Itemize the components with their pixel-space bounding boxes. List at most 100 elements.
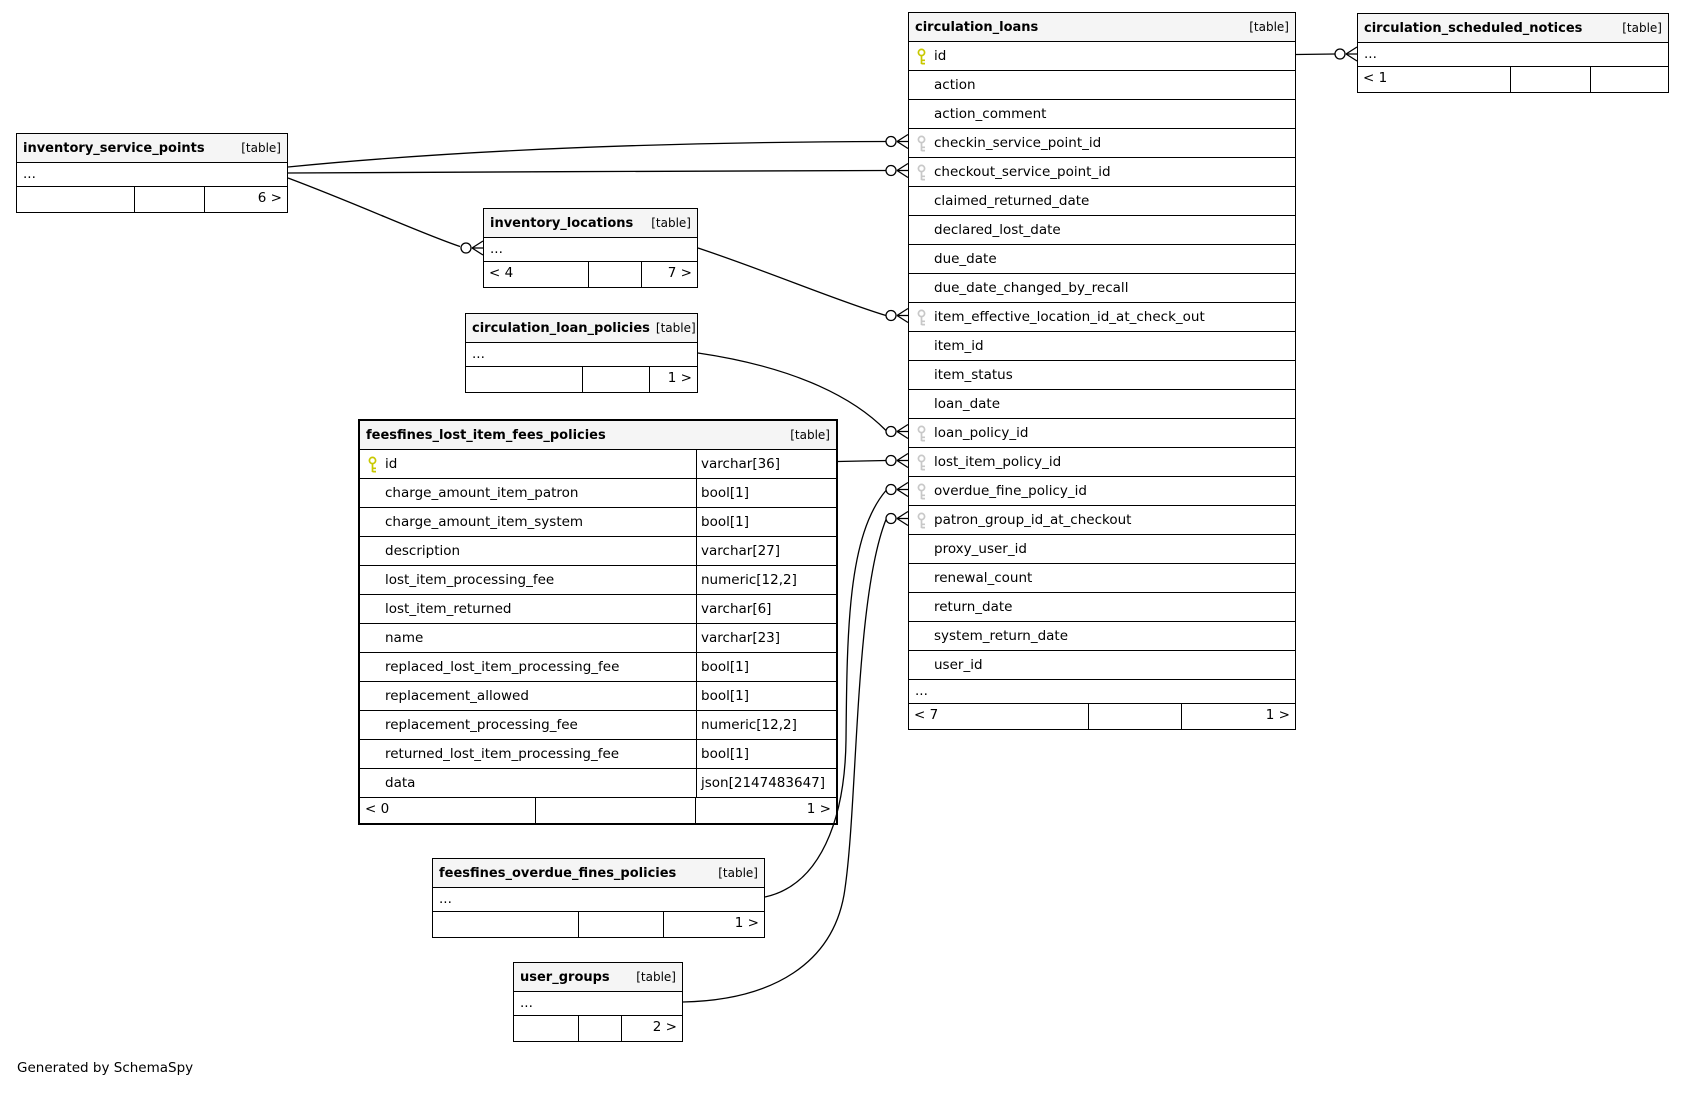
hidden-columns-ellipsis: ... [909,680,1295,704]
footer-cell [579,912,664,937]
table-tag: [table] [241,141,281,155]
column-name: lost_item_policy_id [934,454,1062,470]
footer-cell [1089,704,1182,729]
table-circulation-loans[interactable]: circulation_loans [table] id action action… [908,12,1296,730]
table-title: inventory_locations [490,215,634,231]
column-name: replacement_allowed [385,688,529,704]
column-row-replacement_allowed: replacement_allowed bool[1] [360,682,836,711]
key-glyph [917,454,926,470]
rel-item-effective-location [697,247,909,324]
primary-key-icon [909,48,934,65]
column-row-lost_item_policy_id: lost_item_policy_id [909,448,1295,477]
column-row-declared_lost_date: declared_lost_date [909,216,1295,245]
column-row-item_id: item_id [909,332,1295,361]
column-row-claimed_returned_date: claimed_returned_date [909,187,1295,216]
footer-cell: 1 > [667,370,692,386]
rel-service-points-locations [287,177,484,256]
column-name: checkin_service_point_id [934,135,1102,151]
key-glyph [917,309,926,325]
primary-key-icon [360,456,385,473]
column-row-overdue_fine_policy_id: overdue_fine_policy_id [909,477,1295,506]
column-row-system_return_date: system_return_date [909,622,1295,651]
key-glyph [917,48,926,64]
column-name: data [385,775,416,791]
column-row-name: name varchar[23] [360,624,836,653]
table-tag: [table] [1622,21,1662,35]
column-row-loan_policy_id: loan_policy_id [909,419,1295,448]
column-name: system_return_date [934,628,1069,644]
column-type: bool[1] [696,682,836,710]
column-row-renewal_count: renewal_count [909,564,1295,593]
table-tag: [table] [790,428,830,442]
footer-cell [466,367,583,392]
column-name: return_date [934,599,1013,615]
table-inventory-locations[interactable]: inventory_locations [table] ... < 4 7 > [483,208,698,288]
column-name: replacement_processing_fee [385,717,578,733]
generated-by-note: Generated by SchemaSpy [17,1060,194,1076]
table-tag: [table] [718,866,758,880]
column-name: item_status [934,367,1013,383]
column-row-action: action [909,71,1295,100]
column-name: action [934,77,976,93]
column-type: bool[1] [696,740,836,768]
footer-cell [17,187,135,212]
table-title: circulation_loans [915,19,1039,35]
footer-cell: 7 > [667,265,692,281]
column-name: checkout_service_point_id [934,164,1111,180]
table-header: user_groups [table] [514,963,682,992]
rel-scheduled-notices [1295,46,1358,62]
table-header: circulation_loans [table] [909,13,1295,42]
foreign-key-icon [909,512,934,529]
column-name: patron_group_id_at_checkout [934,512,1132,528]
footer-cell [583,367,650,392]
column-name: description [385,543,461,559]
column-name: replaced_lost_item_processing_fee [385,659,620,675]
column-type: varchar[36] [696,450,836,478]
table-title: user_groups [520,969,610,985]
foreign-key-icon [909,309,934,326]
key-glyph [917,483,926,499]
table-footer: 2 > [514,1016,682,1041]
table-inventory-service-points[interactable]: inventory_service_points [table] ... 6 > [16,133,288,213]
table-feesfines-overdue-fines-policies[interactable]: feesfines_overdue_fines_policies [table]… [432,858,765,938]
column-name: proxy_user_id [934,541,1027,557]
table-title: feesfines_overdue_fines_policies [439,865,677,881]
column-type: numeric[12,2] [696,566,836,594]
column-row-due_date_changed_by_recall: due_date_changed_by_recall [909,274,1295,303]
hidden-columns-ellipsis: ... [433,888,764,912]
column-type: varchar[23] [696,624,836,652]
table-circulation-loan-policies[interactable]: circulation_loan_policies [table] ... 1 … [465,313,698,393]
column-name: item_id [934,338,984,354]
column-row-id: id [909,42,1295,71]
footer-cell: 6 > [257,190,282,206]
footer-cell: 1 > [1265,707,1290,723]
column-row-user_id: user_id [909,651,1295,680]
footer-cell: 1 > [806,801,831,817]
column-name: charge_amount_item_system [385,514,584,530]
column-name: action_comment [934,106,1047,122]
table-feesfines-lost-item-fees-policies[interactable]: feesfines_lost_item_fees_policies [table… [358,419,838,825]
column-name: renewal_count [934,570,1033,586]
footer-cell [589,262,642,287]
table-footer: 1 > [466,367,697,392]
footer-cell [135,187,205,212]
column-row-loan_date: loan_date [909,390,1295,419]
key-glyph [917,135,926,151]
column-name: name [385,630,424,646]
table-title: circulation_scheduled_notices [1364,20,1583,36]
column-type: bool[1] [696,508,836,536]
table-footer: < 0 1 > [360,798,836,823]
footer-cell: < 1 [1358,67,1511,92]
column-row-checkin_service_point_id: checkin_service_point_id [909,129,1295,158]
column-row-item_effective_location_id_at_check_out: item_effective_location_id_at_check_out [909,303,1295,332]
table-user-groups[interactable]: user_groups [table] ... 2 > [513,962,683,1042]
table-footer: < 4 7 > [484,262,697,287]
table-circulation-scheduled-notices[interactable]: circulation_scheduled_notices [table] ..… [1357,13,1669,93]
